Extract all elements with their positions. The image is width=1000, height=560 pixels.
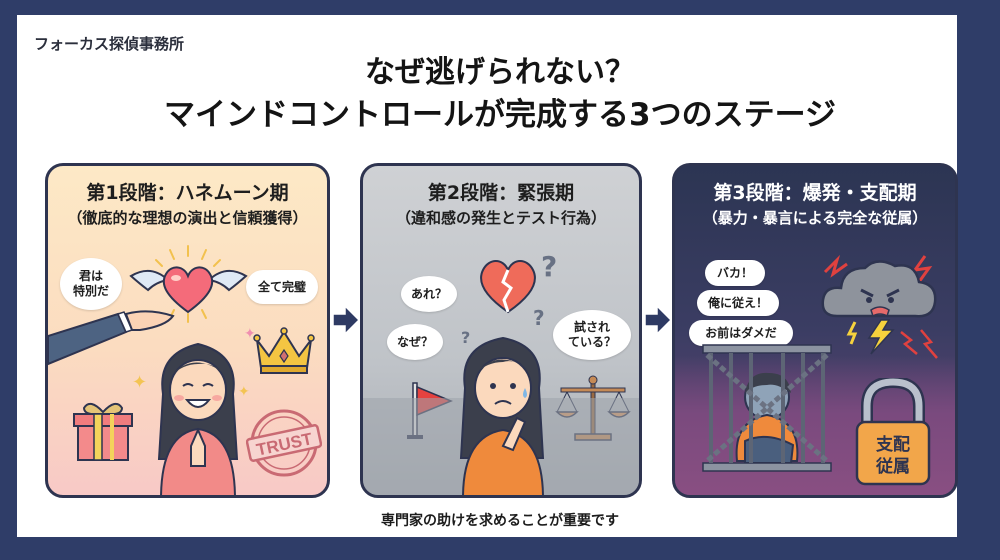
broken-heart-icon: [475, 256, 541, 314]
gift-box-icon: [70, 398, 136, 464]
question-mark-icon: ?: [461, 328, 471, 347]
winged-heart-icon: [126, 244, 251, 324]
speech-bubble-why: なぜ？: [387, 324, 443, 360]
svg-text:従属: 従属: [875, 456, 910, 477]
happy-woman-icon: [153, 334, 243, 495]
padlock-icon: 支配 従属: [853, 378, 933, 488]
sparkle-icon: ✦: [132, 372, 148, 393]
crown-icon: [253, 326, 315, 376]
sparkle-icon: ✦: [238, 384, 250, 400]
stage-2-heading: 第2段階：緊張期: [427, 182, 575, 204]
footer-message: 専門家の助けを求めることが重要です: [381, 513, 619, 529]
title-line-2: マインドコントロールが完成する3つのステージ: [164, 97, 836, 133]
speech-bubble-perfect: 全て完璧: [246, 270, 318, 304]
sparkle-icon: ✦: [244, 326, 256, 342]
stage-1-panel: 第1段階：ハネムーン期 （徹底的な理想の演出と信頼獲得） 君は 特別だ 全て完璧: [45, 163, 330, 498]
stage-1-subheading: （徹底的な理想の演出と信頼獲得）: [67, 209, 308, 227]
arrow-right-icon: [333, 305, 361, 335]
speech-bubble-worthless: お前はダメだ: [689, 320, 793, 346]
speech-bubble-idiot: バカ！: [705, 260, 765, 286]
brand-label: フォーカス探偵事務所: [34, 35, 185, 53]
angry-cloud-icon: [815, 246, 945, 356]
trust-stamp-icon: TRUST: [246, 406, 322, 480]
speech-bubble-obey: 俺に従え！: [697, 290, 779, 316]
speech-bubble-special: 君は 特別だ: [60, 258, 122, 310]
stage-3-subheading: （暴力・暴言による完全な従属）: [702, 209, 928, 227]
title-line-1: なぜ逃げられない？: [365, 55, 635, 90]
lightning-icon: [897, 328, 947, 368]
page-title: なぜ逃げられない？ マインドコントロールが完成する3つのステージ: [0, 52, 1000, 136]
worried-woman-icon: [455, 328, 550, 495]
caged-person-icon: [697, 341, 837, 476]
question-mark-icon: ?: [533, 306, 545, 330]
svg-text:支配: 支配: [876, 434, 910, 455]
offering-hand-icon: [48, 306, 178, 366]
stage-2-panel: 第2段階：緊張期 （違和感の発生とテスト行為） あれ？ なぜ？ 試され ている？…: [360, 163, 642, 498]
question-mark-icon: ?: [541, 250, 558, 283]
arrow-right-icon: [645, 305, 673, 335]
speech-bubble-huh: あれ？: [401, 276, 457, 312]
stage-3-panel: 第3段階：爆発・支配期 （暴力・暴言による完全な従属） バカ！ 俺に従え！ お前…: [672, 163, 958, 498]
speech-bubble-tested: 試され ている？: [553, 310, 631, 360]
stage-1-heading: 第1段階：ハネムーン期: [86, 182, 289, 204]
stage-2-subheading: （違和感の発生とテスト行為）: [395, 209, 606, 227]
stage-3-heading: 第3段階：爆発・支配期: [713, 182, 917, 204]
